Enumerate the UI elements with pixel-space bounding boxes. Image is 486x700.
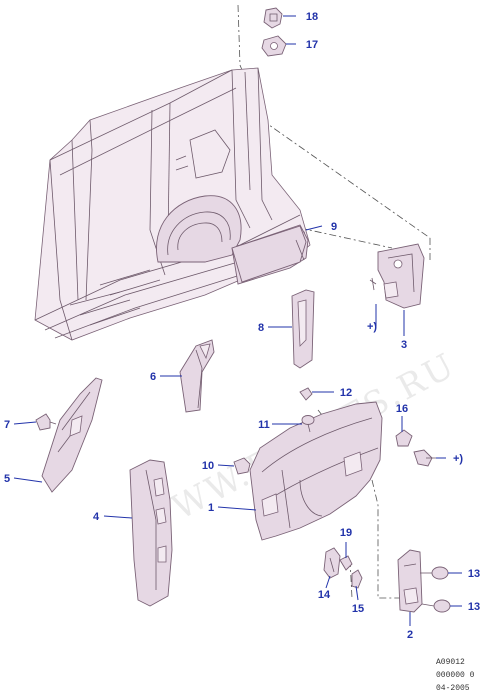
callout-14: 14 <box>318 589 331 601</box>
callout-9: 9 <box>331 221 337 233</box>
callout-13-lower: 13 <box>468 601 480 613</box>
part-18-bracket <box>263 7 283 29</box>
part-8-pillar-trim <box>291 289 315 369</box>
reference-code: A09012 000000 0 04-2005 <box>436 656 474 695</box>
screw-near-part-3 <box>369 277 377 291</box>
part-3-corner-trim <box>377 243 425 309</box>
vehicle-body-shell <box>34 67 311 341</box>
callout-7: 7 <box>4 419 10 431</box>
part-15-fastener <box>351 569 363 589</box>
callout-18: 18 <box>306 11 318 23</box>
callout-2: 2 <box>407 629 413 641</box>
part-7-clip <box>35 413 57 431</box>
reference-line-2: 000000 0 <box>436 671 475 680</box>
callout-labels: 18 17 9 8 6 3 +) 12 11 16 +) 7 5 10 1 4 … <box>4 11 480 641</box>
part-19-clip <box>339 555 353 571</box>
part-5-pillar-trim <box>41 377 103 493</box>
callout-6: 6 <box>150 371 156 383</box>
part-16-clip-and-screw <box>395 429 436 467</box>
part-9-trim-panel <box>231 225 307 283</box>
callout-8: 8 <box>258 322 264 334</box>
assembly-lines <box>237 4 431 599</box>
part-14-fastener <box>323 547 341 579</box>
part-17-grommet <box>261 35 287 57</box>
callout-15: 15 <box>352 603 364 615</box>
part-13-cap-lower <box>421 599 451 613</box>
callout-leaders <box>13 15 462 626</box>
callout-16: 16 <box>396 403 408 415</box>
callout-12: 12 <box>340 387 352 399</box>
part-4-pillar-trim <box>129 459 173 607</box>
reference-line-1: A09012 <box>436 658 465 667</box>
part-10-clip <box>233 457 251 475</box>
callout-11: 11 <box>258 419 270 431</box>
callout-5: 5 <box>4 473 10 485</box>
part-6-pillar-trim <box>179 339 215 413</box>
callout-19: 19 <box>340 527 352 539</box>
callout-plus-1: +) <box>367 321 377 333</box>
callout-plus-2: +) <box>453 453 463 465</box>
part-11-push-pin <box>301 415 315 433</box>
callout-13-upper: 13 <box>468 568 480 580</box>
callout-17: 17 <box>306 39 318 51</box>
callout-3: 3 <box>401 339 407 351</box>
callout-10: 10 <box>202 460 214 472</box>
reference-line-3: 04-2005 <box>436 684 470 693</box>
part-13-cap-upper <box>420 566 449 580</box>
part-12-clip <box>299 387 313 401</box>
part-2-bracket <box>397 549 423 613</box>
callout-4: 4 <box>93 511 100 523</box>
callout-1: 1 <box>208 502 214 514</box>
